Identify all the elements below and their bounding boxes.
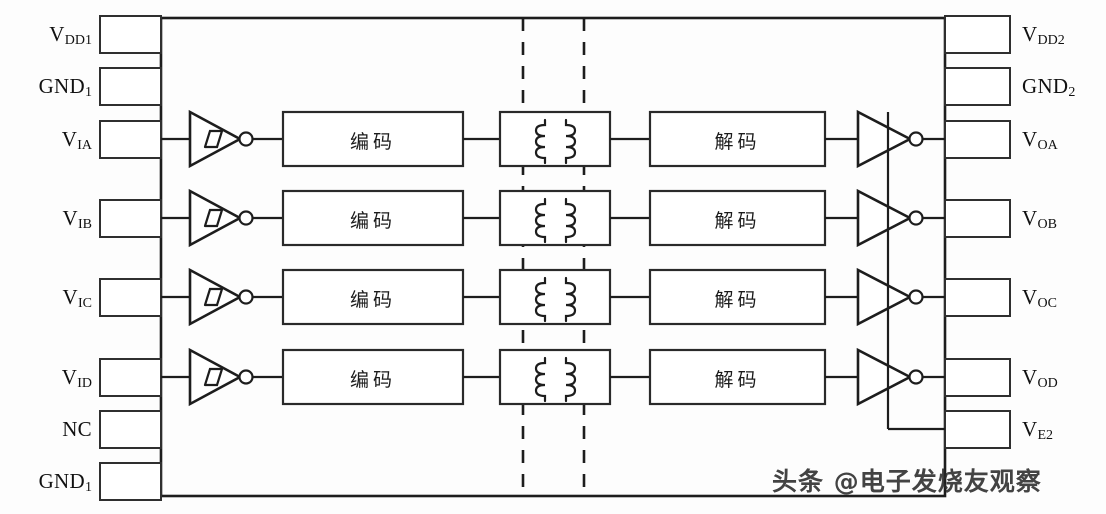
schmitt-symbol-c — [203, 287, 224, 307]
pin-label-via: VIA — [8, 127, 92, 154]
encoder-block-c — [281, 268, 465, 326]
pin-base: GND — [38, 74, 85, 98]
decoder-label-b: 解码 — [714, 210, 761, 232]
decoder-label-a: 解码 — [714, 131, 761, 153]
pin-sub: 1 — [85, 85, 92, 101]
encoder-label-b: 编码 — [349, 210, 396, 232]
pin-sub: E2 — [1037, 428, 1054, 444]
pin-label-vob: VOB — [1022, 206, 1106, 233]
pin-base: V — [1022, 127, 1038, 151]
transformer-block-d — [498, 348, 612, 406]
channel-a — [161, 109, 945, 169]
left-pin-boxes — [99, 15, 162, 501]
schmitt-symbol-a — [203, 129, 224, 149]
schmitt-symbol-d — [203, 367, 224, 387]
transformer-block-b — [498, 189, 612, 247]
decoder-block-c — [648, 268, 827, 326]
pin-sub: IB — [78, 217, 92, 233]
pin-sub: OD — [1037, 376, 1058, 392]
channel-d — [161, 347, 945, 407]
right-pin-boxes — [944, 15, 1011, 449]
pin-sub: OA — [1037, 138, 1058, 154]
pin-sub: OC — [1037, 296, 1057, 312]
pin-label-gnd2: GND2 — [1022, 74, 1106, 101]
pin-sub: DD1 — [64, 33, 92, 49]
pin-label-gnd1-bottom: GND1 — [8, 469, 92, 496]
transformer-coil-c — [534, 276, 577, 323]
transformer-coil-a — [534, 118, 577, 165]
pin-sub: 2 — [1068, 85, 1076, 101]
pin-sub: DD2 — [1037, 33, 1065, 49]
pin-label-vid: VID — [8, 365, 92, 392]
pin-label-nc: NC — [8, 417, 92, 444]
encoder-label-d: 编码 — [349, 369, 396, 391]
pin-label-ve2: VE2 — [1022, 417, 1106, 444]
pin-base: V — [1022, 285, 1038, 309]
pin-base: NC — [62, 417, 92, 441]
encoder-block-b — [281, 189, 465, 247]
channel-c — [161, 267, 945, 327]
pin-sub: 1 — [85, 480, 92, 496]
pin-label-vib: VIB — [8, 206, 92, 233]
transformer-coil-d — [534, 356, 577, 403]
encoder-block-a — [281, 110, 465, 168]
pin-base: V — [1022, 365, 1038, 389]
watermark-text: 头条 @电子发烧友观察 — [772, 467, 1042, 496]
pin-sub: IA — [77, 138, 92, 154]
channel-b — [161, 188, 945, 248]
pin-label-vdd2: VDD2 — [1022, 22, 1106, 49]
schmitt-symbol-b — [203, 208, 224, 228]
pin-label-voc: VOC — [1022, 285, 1106, 312]
pin-sub: IC — [78, 296, 92, 312]
pin-label-vic: VIC — [8, 285, 92, 312]
decoder-block-b — [648, 189, 827, 247]
pin-base: V — [1022, 417, 1038, 441]
transformer-block-c — [498, 268, 612, 326]
chip-body-outline — [159, 16, 947, 498]
transformer-coil-b — [534, 197, 577, 244]
pin-label-voa: VOA — [1022, 127, 1106, 154]
pin-label-vdd1: VDD1 — [8, 22, 92, 49]
isolation-barrier — [521, 18, 586, 496]
encoder-label-a: 编码 — [349, 131, 396, 153]
pin-base: GND — [38, 469, 85, 493]
pin-base: V — [1022, 22, 1038, 46]
decoder-label-c: 解码 — [714, 289, 761, 311]
encoder-label-c: 编码 — [349, 289, 396, 311]
pin-base: V — [62, 285, 78, 309]
pin-base: V — [61, 127, 78, 151]
decoder-label-d: 解码 — [714, 369, 761, 391]
pin-base: V — [61, 365, 78, 389]
pin-sub: OB — [1037, 217, 1057, 233]
ve2-enable-bus — [886, 112, 945, 431]
transformer-block-a — [498, 110, 612, 168]
pin-label-vod: VOD — [1022, 365, 1106, 392]
pin-base: V — [62, 206, 78, 230]
pin-sub: ID — [77, 376, 92, 392]
pin-label-gnd1: GND1 — [8, 74, 92, 101]
pin-base: V — [49, 22, 65, 46]
pin-base: GND — [1022, 74, 1069, 98]
pin-base: V — [1022, 206, 1038, 230]
